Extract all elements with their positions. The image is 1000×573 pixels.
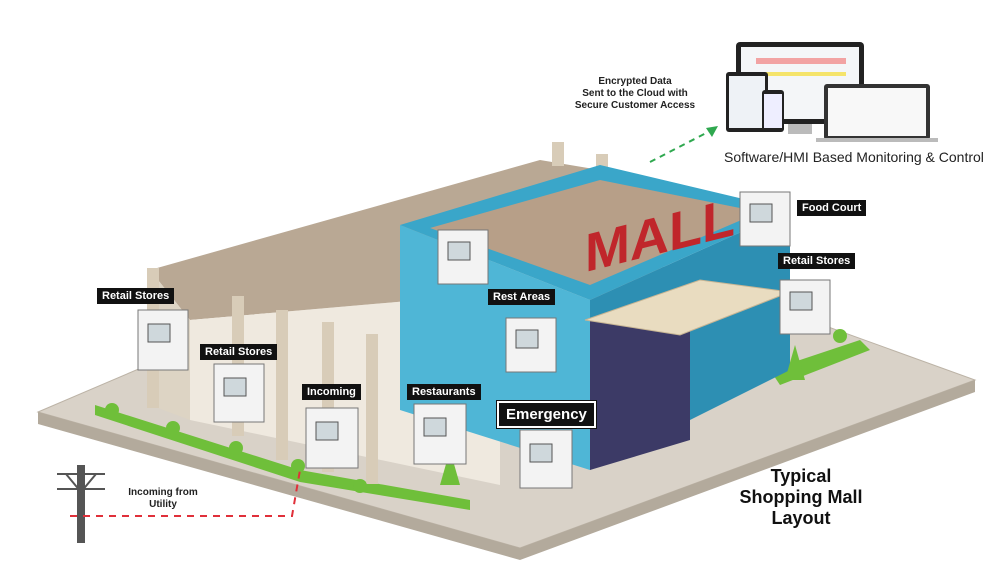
hmi-label: Software/HMI Based Monitoring & Control [724, 149, 984, 165]
utility-pole-icon [57, 465, 105, 543]
entrance-glass [590, 290, 690, 470]
utility-note-line: Incoming from [128, 487, 198, 498]
cloud-note-line: Secure Customer Access [574, 100, 696, 111]
title-line: Layout [771, 508, 831, 528]
sidewalk-edge [38, 380, 975, 560]
cloud-link-arrow [649, 129, 713, 163]
label-rest-areas: Rest Areas [488, 289, 556, 305]
label-incoming: Incoming [302, 384, 361, 400]
utility-feed-line [70, 469, 301, 517]
diagram-title: Typical Shopping Mall Layout [736, 466, 866, 529]
title-line: Shopping Mall [739, 487, 863, 507]
shrubs [105, 329, 847, 493]
cloud-note-line: Sent to the Cloud with [582, 88, 688, 99]
cloud-note-line: Encrypted Data [598, 76, 672, 87]
label-retail-stores-right: Retail Stores [778, 253, 856, 269]
label-emergency: Emergency [496, 400, 597, 429]
power-meters [137, 191, 831, 489]
label-retail-stores-left-mid: Retail Stores [200, 344, 278, 360]
label-food-court: Food Court [797, 200, 867, 216]
cloud-note: Encrypted Data Sent to the Cloud with Se… [560, 76, 710, 112]
utility-note-line: Utility [149, 499, 177, 510]
arrow-head-icon [706, 126, 718, 137]
mall-roof-inner [430, 180, 760, 285]
label-restaurants: Restaurants [407, 384, 481, 400]
title-line: Typical [770, 466, 832, 486]
label-retail-stores-left-top: Retail Stores [97, 288, 175, 304]
monitoring-devices [726, 42, 938, 142]
utility-note: Incoming from Utility [118, 487, 208, 511]
